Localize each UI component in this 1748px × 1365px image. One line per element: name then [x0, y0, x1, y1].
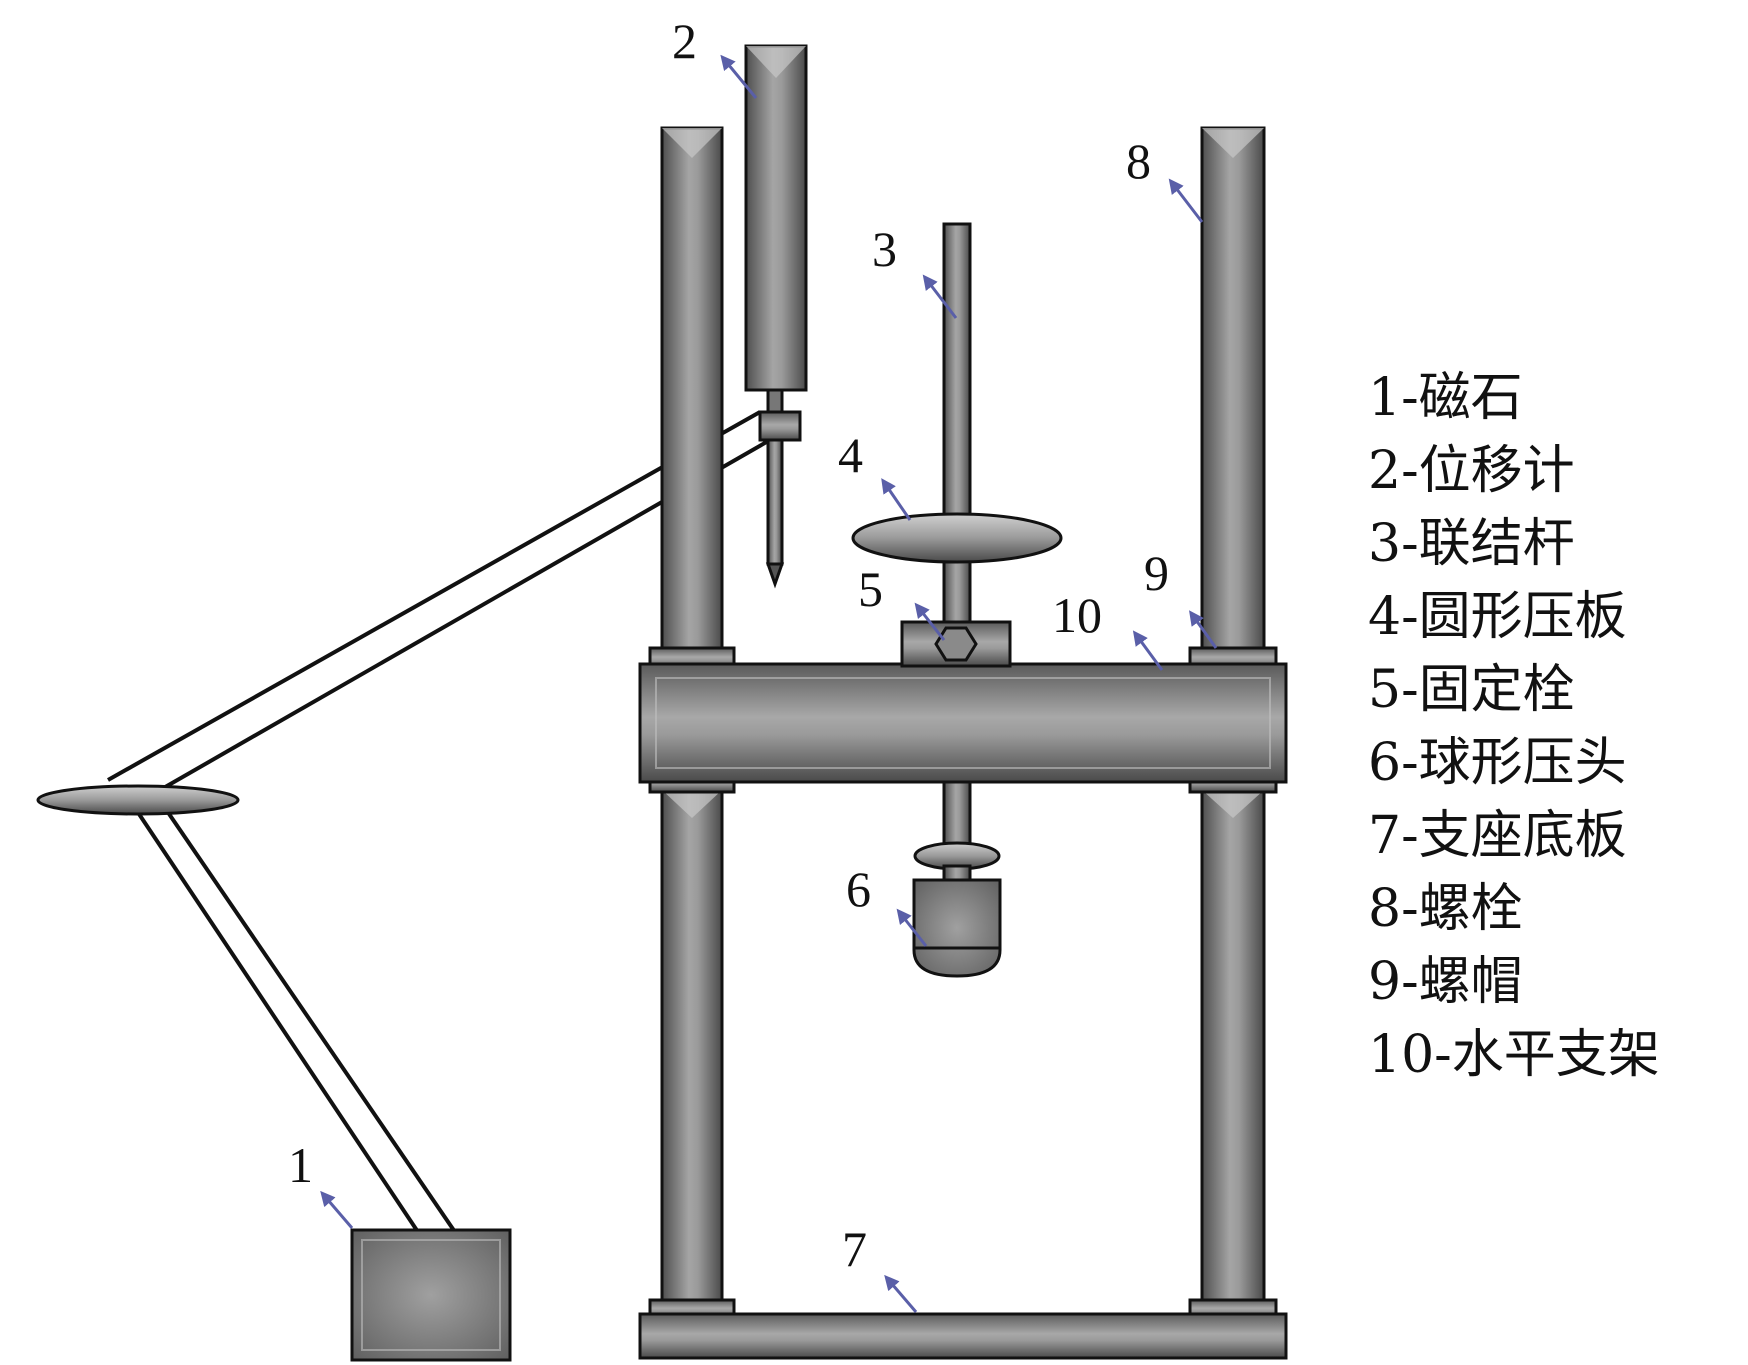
round-pressure-plate: [851, 512, 1063, 564]
callout-arrow-9: [1189, 610, 1218, 649]
callout-arrow-3: [922, 274, 958, 319]
spherical-indenter: [912, 841, 1002, 978]
callout-label-5: 5: [858, 561, 883, 617]
legend-item: 1-磁石: [1368, 368, 1523, 428]
legend-item: 10-水平支架: [1368, 1025, 1660, 1085]
legend-item: 3-联结杆: [1368, 514, 1575, 574]
callout-arrow-4: [881, 478, 912, 521]
callout-arrows: [320, 54, 1218, 1313]
callout-numbers: 1 2 3 4 5 6 7 8 9 10: [288, 13, 1169, 1277]
callout-label-9: 9: [1144, 545, 1169, 601]
callout-label-2: 2: [672, 13, 697, 69]
arm-joint-ellipse: [36, 784, 240, 816]
callout-arrow-7: [884, 1274, 918, 1313]
parts-legend: 1-磁石 2-位移计 3-联结杆 4-圆形压板 5-固定栓 6-球形压头 7-支…: [1368, 362, 1660, 1092]
callout-label-3: 3: [872, 221, 897, 277]
callout-arrow-8: [1168, 178, 1204, 223]
legend-item: 4-圆形压板: [1368, 587, 1627, 647]
callout-label-6: 6: [846, 861, 871, 917]
callout-arrow-2: [720, 54, 758, 99]
callout-arrow-1: [320, 1190, 354, 1229]
legend-item: 2-位移计: [1368, 441, 1575, 501]
callout-label-8: 8: [1126, 133, 1151, 189]
callout-label-10: 10: [1052, 587, 1102, 643]
legend-item: 7-支座底板: [1368, 806, 1627, 866]
right-column: [1200, 126, 1266, 1310]
legend-item: 5-固定栓: [1368, 660, 1575, 720]
magnet-block: [350, 1228, 512, 1362]
callout-arrow-6: [896, 908, 928, 947]
displacement-meter: [744, 44, 808, 589]
connecting-rod: [942, 222, 972, 848]
left-column: [660, 126, 724, 1310]
legend-item: 6-球形压头: [1368, 733, 1627, 793]
callout-arrow-10: [1132, 630, 1164, 671]
horizontal-beam: [638, 662, 1288, 784]
fixing-bolt: [900, 620, 1012, 668]
callout-arrow-5: [914, 602, 946, 641]
legend-item: 8-螺栓: [1368, 879, 1523, 939]
base-plate: [638, 1312, 1288, 1360]
callout-label-1: 1: [288, 1137, 313, 1193]
callout-label-4: 4: [838, 427, 863, 483]
callout-label-7: 7: [842, 1221, 867, 1277]
legend-item: 9-螺帽: [1368, 952, 1523, 1012]
